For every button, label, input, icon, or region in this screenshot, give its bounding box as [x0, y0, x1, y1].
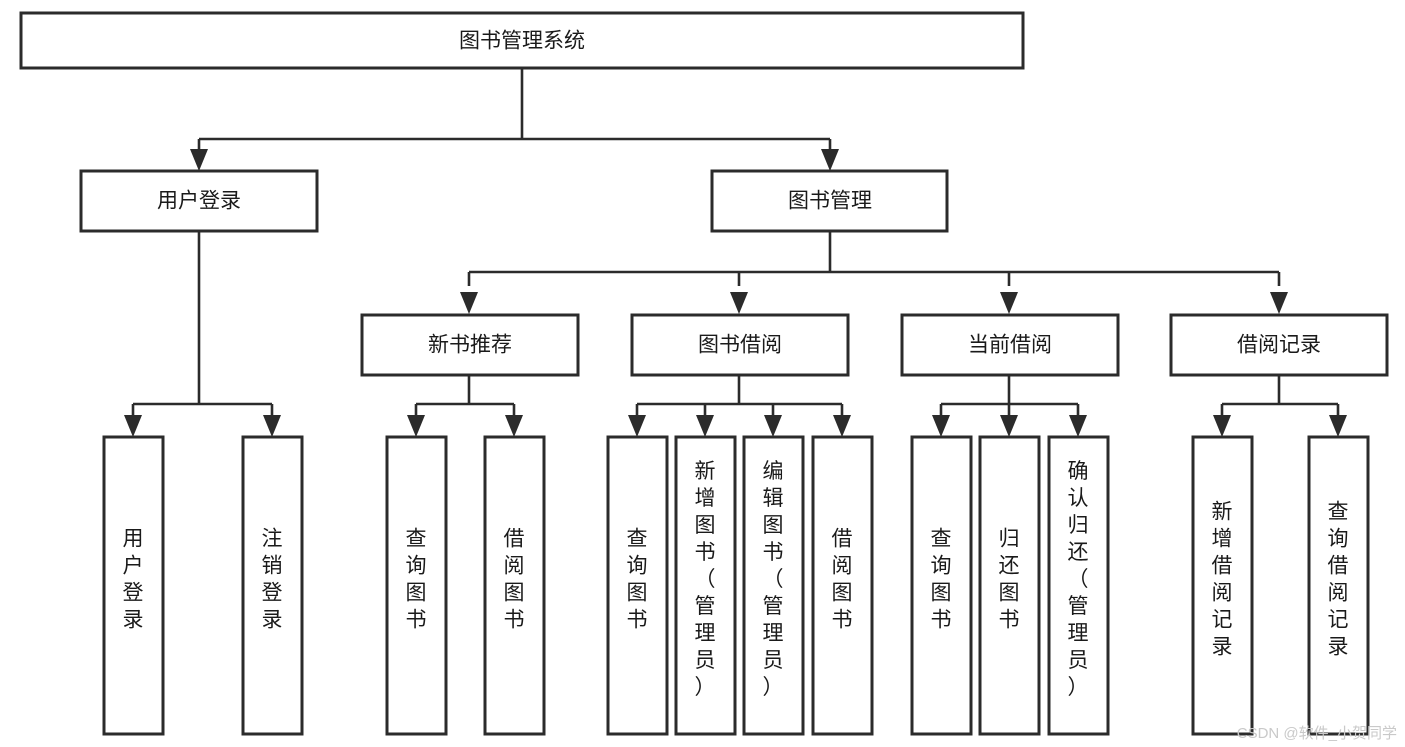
node-book-manage-label: 图书管理: [788, 190, 872, 213]
node-leaf-return-book-label: 归还图书: [999, 528, 1020, 632]
csdn-watermark: CSDN @软件_小贺同学: [1236, 725, 1397, 742]
node-leaf-add-book[interactable]: 新增图书（管理员）: [674, 435, 737, 736]
node-user-login-label: 用户登录: [157, 190, 241, 213]
node-leaf-borrow-book-2-label: 借阅图书: [832, 528, 853, 632]
node-leaf-borrow-book-1-label: 借阅图书: [504, 528, 525, 632]
arrowhead-borrow-record: [1270, 292, 1288, 314]
node-new-book-recommend-label: 新书推荐: [428, 334, 512, 357]
arrowhead-leaf-user-login: [124, 415, 142, 437]
node-book-borrow-label: 图书借阅: [698, 334, 782, 357]
arrowhead-leaf-query-book-1: [407, 415, 425, 437]
arrowhead-leaf-borrow-book-2: [833, 415, 851, 437]
arrowhead-leaf-user-logout: [263, 415, 281, 437]
node-book-manage[interactable]: 图书管理: [710, 169, 949, 233]
node-leaf-query-book-2[interactable]: 查询图书: [606, 435, 669, 736]
node-leaf-borrow-book-2[interactable]: 借阅图书: [811, 435, 874, 736]
node-leaf-query-book-3-label: 查询图书: [931, 528, 952, 632]
node-leaf-add-record[interactable]: 新增借阅记录: [1191, 435, 1254, 736]
connector-group-borrow-record: [1213, 375, 1347, 437]
node-new-book-recommend[interactable]: 新书推荐: [360, 313, 580, 377]
arrowhead-leaf-query-record: [1329, 415, 1347, 437]
arrowhead-leaf-return-book: [1000, 415, 1018, 437]
arrowhead-leaf-add-book: [696, 415, 714, 437]
node-leaf-return-book[interactable]: 归还图书: [978, 435, 1041, 736]
node-leaf-confirm-return[interactable]: 确认归还（管理员）: [1047, 435, 1110, 736]
node-leaf-add-record-label: 新增借阅记录: [1212, 501, 1233, 659]
arrowhead-current-borrow: [1000, 292, 1018, 314]
arrowhead-leaf-query-book-2: [628, 415, 646, 437]
node-leaf-edit-book[interactable]: 编辑图书（管理员）: [742, 435, 805, 736]
node-leaf-user-login-label: 用户登录: [123, 528, 144, 632]
node-leaf-query-record[interactable]: 查询借阅记录: [1307, 435, 1370, 736]
arrowhead-book-borrow: [730, 292, 748, 314]
node-leaf-query-record-label: 查询借阅记录: [1328, 501, 1349, 659]
connector-group-user-login: [124, 231, 281, 437]
arrowhead-leaf-query-book-3: [932, 415, 950, 437]
connector-group-book-borrow: [628, 375, 851, 437]
node-leaf-borrow-book-1[interactable]: 借阅图书: [483, 435, 546, 736]
node-leaf-add-book-label: 新增图书（管理员）: [695, 460, 716, 699]
node-borrow-record-label: 借阅记录: [1237, 334, 1321, 357]
arrowhead-book-manage: [821, 149, 839, 171]
node-current-borrow-label: 当前借阅: [968, 334, 1052, 357]
connector-group-book-manage: [460, 231, 1288, 314]
node-book-borrow[interactable]: 图书借阅: [630, 313, 850, 377]
arrowhead-leaf-confirm-return: [1069, 415, 1087, 437]
node-current-borrow[interactable]: 当前借阅: [900, 313, 1120, 377]
node-leaf-confirm-return-label: 确认归还（管理员）: [1068, 460, 1089, 699]
arrowhead-leaf-add-record: [1213, 415, 1231, 437]
node-leaf-query-book-3[interactable]: 查询图书: [910, 435, 973, 736]
connector-group-new-book-recommend: [407, 375, 523, 437]
node-leaf-edit-book-label: 编辑图书（管理员）: [763, 460, 784, 699]
node-root[interactable]: 图书管理系统: [19, 11, 1025, 70]
arrowhead-leaf-borrow-book-1: [505, 415, 523, 437]
arrowhead-user-login: [190, 149, 208, 171]
node-user-login[interactable]: 用户登录: [79, 169, 319, 233]
node-leaf-user-logout-label: 注销登录: [262, 528, 283, 632]
arrowhead-leaf-edit-book: [764, 415, 782, 437]
node-leaf-user-logout[interactable]: 注销登录: [241, 435, 304, 736]
node-borrow-record[interactable]: 借阅记录: [1169, 313, 1389, 377]
arrowhead-new-book-recommend: [460, 292, 478, 314]
connector-group-current-borrow: [932, 375, 1087, 437]
node-root-label: 图书管理系统: [459, 30, 585, 53]
connector-group-root: [190, 68, 839, 171]
node-leaf-query-book-1[interactable]: 查询图书: [385, 435, 448, 736]
node-leaf-query-book-1-label: 查询图书: [406, 528, 427, 632]
node-leaf-query-book-2-label: 查询图书: [627, 528, 648, 632]
node-leaf-user-login[interactable]: 用户登录: [102, 435, 165, 736]
